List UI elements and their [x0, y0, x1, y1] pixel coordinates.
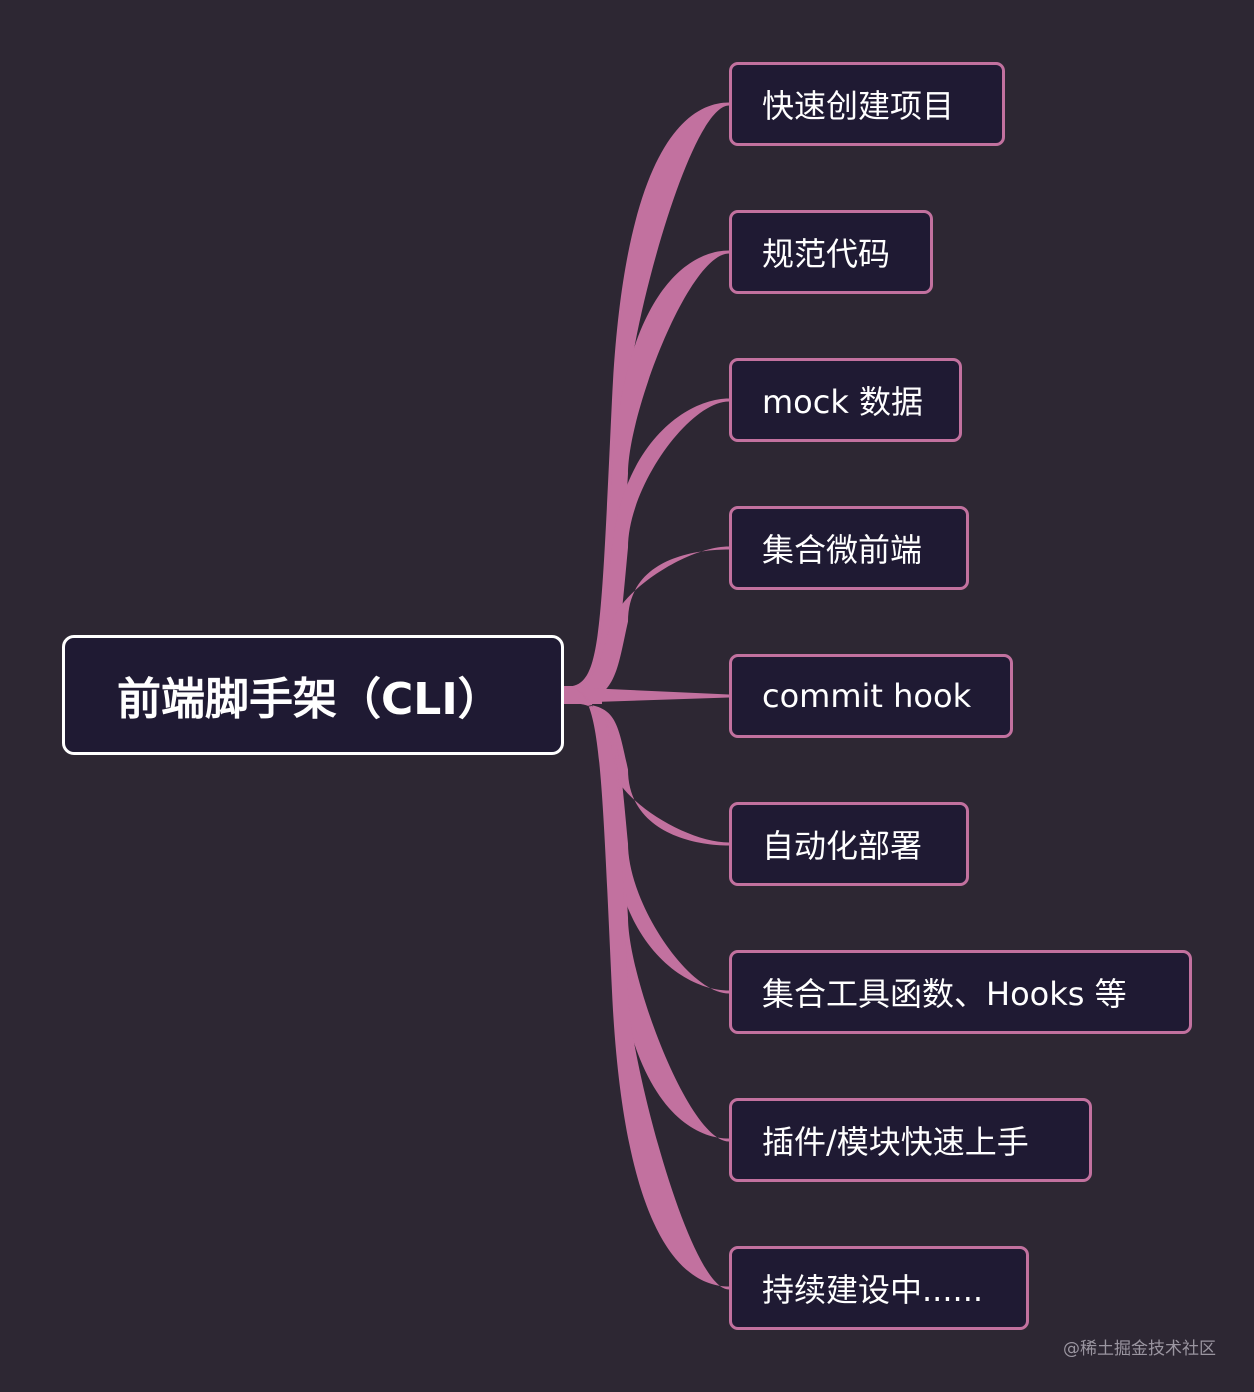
branch-node-micro-frontend[interactable]: 集合微前端 — [729, 506, 969, 590]
connector-curve-5 — [564, 687, 729, 703]
branch-label: 持续建设中...... — [762, 1271, 984, 1309]
connector-curve-4 — [564, 546, 729, 703]
connector-curve-3 — [564, 398, 729, 703]
branch-label: 插件/模块快速上手 — [762, 1123, 1029, 1161]
connector-curve-1 — [564, 102, 729, 703]
branch-label: 集合工具函数、Hooks 等 — [762, 975, 1127, 1013]
branch-label: 快速创建项目 — [762, 87, 955, 125]
connector-curve-6 — [564, 687, 729, 846]
connector-curve-9 — [564, 687, 729, 1290]
branch-label: commit hook — [762, 677, 972, 715]
branch-node-commit-hook[interactable]: commit hook — [729, 654, 1013, 738]
branch-node-create-project[interactable]: 快速创建项目 — [729, 62, 1005, 146]
branch-node-plugin-quickstart[interactable]: 插件/模块快速上手 — [729, 1098, 1092, 1182]
branch-node-auto-deploy[interactable]: 自动化部署 — [729, 802, 969, 886]
branch-node-mock-data[interactable]: mock 数据 — [729, 358, 962, 442]
branch-label: 规范代码 — [762, 235, 891, 273]
connector-curve-2 — [564, 250, 729, 703]
branch-label: mock 数据 — [762, 383, 924, 421]
branch-label: 自动化部署 — [762, 827, 923, 865]
root-label: 前端脚手架（CLI） — [117, 674, 502, 725]
root-node[interactable]: 前端脚手架（CLI） — [62, 635, 564, 755]
branch-label: 集合微前端 — [762, 531, 923, 569]
watermark-text: @稀土掘金技术社区 — [1063, 1339, 1216, 1359]
branch-node-in-progress[interactable]: 持续建设中...... — [729, 1246, 1029, 1330]
branch-node-utils-hooks[interactable]: 集合工具函数、Hooks 等 — [729, 950, 1192, 1034]
branch-node-code-standards[interactable]: 规范代码 — [729, 210, 933, 294]
